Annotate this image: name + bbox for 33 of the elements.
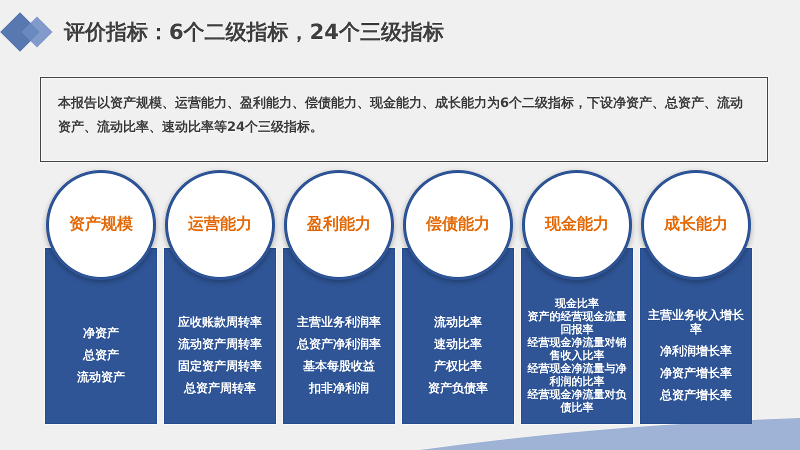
indicator-text: 资产负债率 (428, 381, 488, 395)
indicator-text: 基本每股收益 (303, 359, 375, 373)
indicator-text: 产权比率 (434, 359, 482, 373)
indicator-text: 净利润增长率 (660, 344, 732, 358)
indicator-text: 资产的经营现金流量回报率 (526, 310, 628, 336)
summary-text: 本报告以资产规模、运营能力、盈利能力、偿债能力、现金能力、成长能力为6个二级指标，下设净资产、总资产、流动资产、流动比率、速动比率等24个三级指标。 (58, 94, 744, 137)
indicator-text: 主营业务利润率 (297, 315, 381, 329)
indicator-text: 经营现金净流量对负债比率 (526, 388, 628, 414)
indicator-text: 总资产周转率 (184, 381, 256, 395)
indicator-text: 固定资产周转率 (178, 359, 262, 373)
slide-title: 评价指标：6个二级指标，24个三级指标 (64, 19, 444, 46)
indicator-text: 现金比率 (555, 296, 599, 310)
indicator-text: 经营现金净流量对销售收入比率 (526, 336, 628, 362)
indicator-text: 流动资产周转率 (178, 337, 262, 351)
category-heading: 现金能力 (544, 214, 610, 235)
indicator-text: 流动比率 (434, 315, 482, 329)
indicator-text: 应收账款周转率 (178, 315, 262, 329)
indicator-text: 主营业务收入增长率 (647, 308, 745, 336)
indicator-text: 总资产 (83, 348, 119, 362)
category-heading: 运营能力 (187, 214, 253, 235)
indicator-text: 经营现金净流量与净利润的比率 (526, 362, 628, 388)
category-heading: 资产规模 (68, 214, 134, 235)
indicator-text: 扣非净利润 (309, 381, 369, 395)
indicator-text: 净资产 (83, 326, 119, 340)
category-heading: 成长能力 (662, 214, 729, 235)
indicator-text: 速动比率 (434, 337, 482, 351)
indicator-text: 净资产增长率 (660, 366, 732, 380)
category-heading: 偿债能力 (424, 214, 491, 235)
category-heading: 盈利能力 (306, 214, 372, 235)
summary-box (40, 77, 768, 162)
indicator-text: 流动资产 (77, 370, 125, 384)
indicator-text: 总资产净利润率 (297, 337, 381, 351)
indicator-text: 总资产增长率 (660, 388, 732, 402)
